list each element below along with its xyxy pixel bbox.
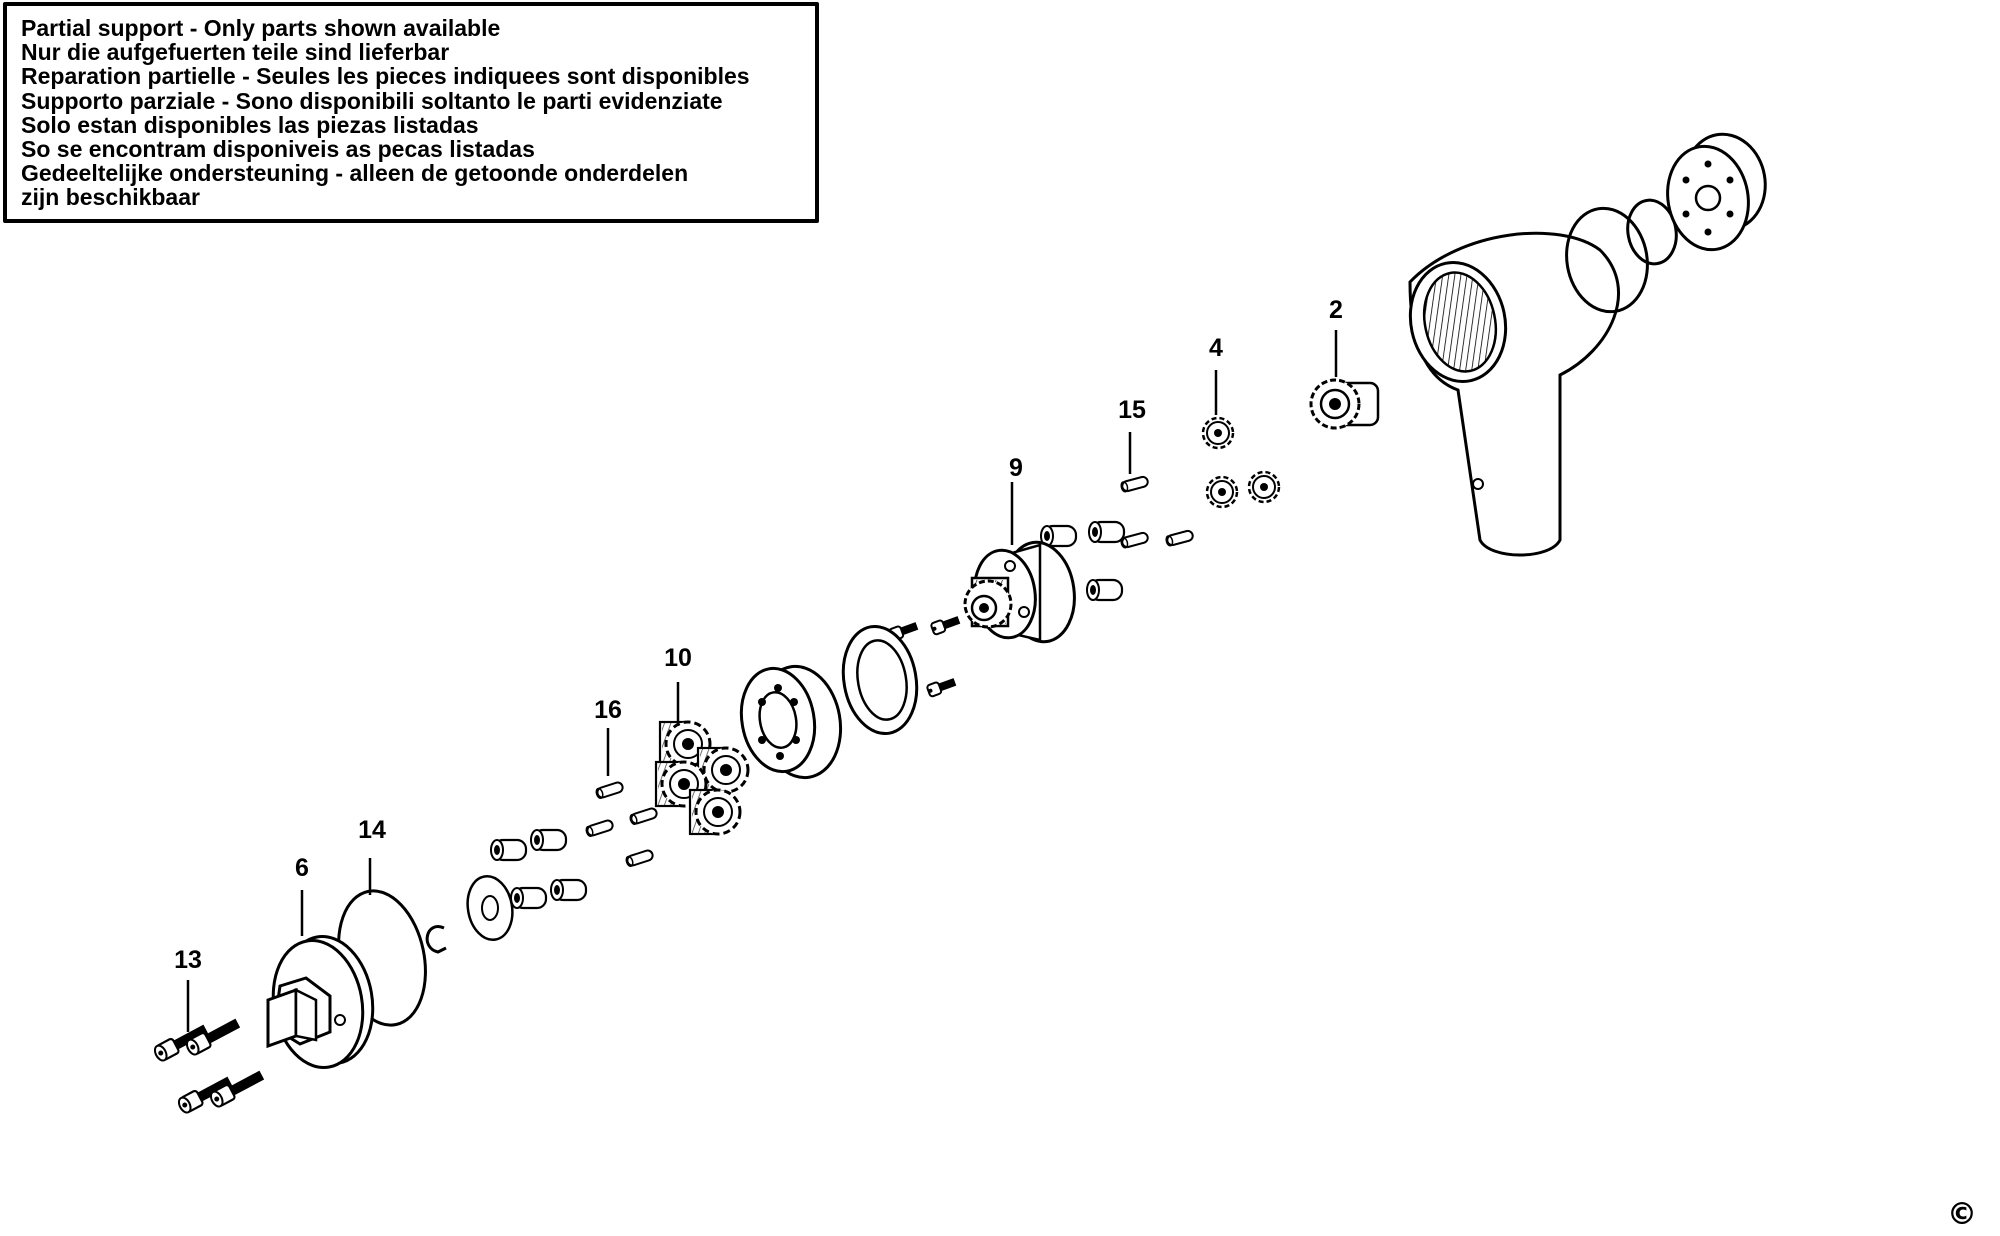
notice-line: Reparation partielle - Seules les pieces… — [21, 63, 750, 90]
callout-part-2: 2 — [1329, 296, 1343, 324]
callout-part-10: 10 — [664, 644, 692, 672]
notice-line: Partial support - Only parts shown avail… — [21, 15, 501, 41]
part-4-small-gear — [1247, 470, 1281, 504]
notice-line: So se encontram disponiveis as pecas lis… — [21, 136, 535, 163]
notice-line: Gedeeltelijke ondersteuning - alleen de … — [21, 160, 689, 187]
ring-plate — [739, 664, 843, 780]
part-16-pin — [624, 848, 655, 869]
screw — [925, 675, 958, 699]
part-16-pin — [584, 818, 615, 839]
thrust-washer — [841, 624, 919, 736]
notice-line: Nur die aufgefuerten teile sind lieferba… — [21, 39, 450, 66]
callout-part-16: 16 — [594, 696, 622, 724]
retaining-clip — [425, 925, 447, 954]
part-15-pin — [1164, 528, 1195, 548]
small-washer — [466, 875, 514, 941]
part-15-pin — [1119, 474, 1150, 494]
rear-cover-plate — [1666, 132, 1767, 252]
part-2-drive-gear — [1309, 378, 1380, 430]
part-16-pin — [594, 780, 625, 801]
notice-line: Supporto parziale - Sono disponibili sol… — [21, 87, 723, 114]
part-4-small-gear — [1201, 416, 1235, 450]
bushing — [549, 878, 588, 902]
bushing — [1087, 520, 1126, 544]
copyright-symbol: © — [1947, 1197, 1977, 1232]
part-4-small-gear — [1205, 475, 1239, 509]
bushing — [529, 828, 568, 852]
notice-line: zijn beschikbaar — [21, 184, 200, 211]
callout-part-6: 6 — [295, 854, 309, 882]
partial-support-notice: Partial support - Only parts shown avail… — [3, 2, 819, 223]
part-9-planet-carrier — [963, 540, 1076, 644]
bushing — [509, 886, 548, 910]
screw — [929, 613, 962, 637]
callout-part-13: 13 — [174, 946, 202, 974]
bushing — [1085, 578, 1124, 602]
part-10-planet-gear — [688, 788, 742, 836]
notice-line: Solo estan disponibles las piezas listad… — [21, 111, 479, 138]
callout-part-4: 4 — [1209, 334, 1223, 362]
callout-part-14: 14 — [358, 816, 386, 844]
ratchet-housing — [1408, 231, 1620, 557]
o-ring-large — [1565, 206, 1649, 314]
part-16-pin — [628, 806, 659, 827]
callout-part-9: 9 — [1009, 454, 1023, 482]
callout-part-15: 15 — [1118, 396, 1146, 424]
bushing — [489, 838, 528, 862]
part-6-front-cover — [266, 935, 375, 1069]
